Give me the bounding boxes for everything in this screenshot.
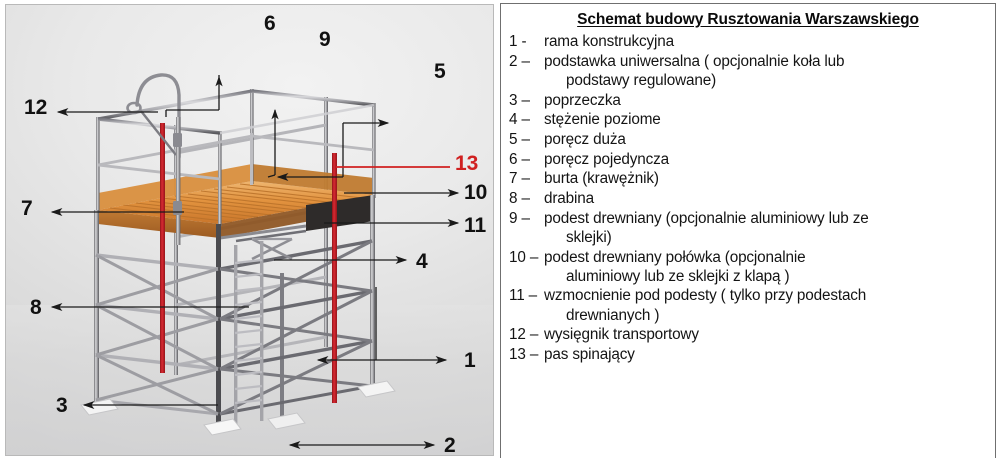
legend-item-number: 4 – <box>509 111 530 129</box>
legend-item-text: wysięgnik transportowy <box>544 326 699 344</box>
legend-item-number: 7 – <box>509 170 530 188</box>
legend-item-text: poprzeczka <box>544 91 621 109</box>
callout-label-12: 12 <box>24 96 48 119</box>
legend-item-13: 13 – pas spinający <box>509 345 989 364</box>
callout-label-4: 4 <box>416 250 428 273</box>
callout-label-10: 10 <box>464 181 488 204</box>
callout-label-7: 7 <box>21 197 33 220</box>
legend-item-text: podest drewniany połówka (opcjonalnie al… <box>539 248 989 286</box>
legend-item-text: drabina <box>544 190 594 207</box>
callout-label-8: 8 <box>30 296 42 319</box>
legend-item-text: podstawka uniwersalna ( opcjonalnie koła… <box>539 52 989 90</box>
legend-item-text: rama konstrukcyjna <box>544 33 674 50</box>
legend-item-number: 6 – <box>509 150 530 168</box>
legend-item-text-line2: aluminiowy lub ze sklejki z klapą ) <box>566 267 790 285</box>
legend-item-number: 8 – <box>509 190 530 207</box>
legend-item-number: 11 – <box>509 287 538 305</box>
legend-item-number: 2 – <box>509 52 530 70</box>
callout-label-11: 11 <box>464 214 487 237</box>
callout-label-2: 2 <box>444 434 456 456</box>
legend-item-2: 2 – podstawka uniwersalna ( opcjonalnie … <box>509 52 989 90</box>
floor-gradient <box>6 305 493 455</box>
legend-item-number: 13 – <box>509 346 539 363</box>
legend-panel: Schemat budowy Rusztowania Warszawskiego… <box>500 3 996 458</box>
scaffold-drawing <box>6 5 493 455</box>
legend-item-9: 9 – podest drewniany (opcjonalnie alumin… <box>509 209 989 247</box>
legend-item-number: 12 – <box>509 326 539 344</box>
legend-item-text: poręcz duża <box>544 130 626 148</box>
scaffold-diagram-panel: 6 9 5 12 13 10 7 11 4 8 1 3 2 <box>5 4 494 456</box>
legend-item-number: 3 – <box>509 91 530 109</box>
callout-label-3: 3 <box>56 394 68 417</box>
legend-item-5: 5 – poręcz duża <box>509 130 989 149</box>
callout-label-6: 6 <box>264 12 276 35</box>
legend-item-number: 9 – <box>509 209 530 227</box>
callout-label-5: 5 <box>434 60 446 83</box>
legend-item-7: 7 – burta (krawężnik) <box>509 169 989 188</box>
legend-item-1: 1 - rama konstrukcyjna <box>509 32 989 51</box>
legend-item-text-line1: podest drewniany połówka (opcjonalnie <box>544 248 806 266</box>
legend-item-text: wzmocnienie pod podesty ( tylko przy pod… <box>539 286 989 324</box>
legend-item-number: 5 – <box>509 130 530 148</box>
legend-item-text-line2: drewnianych ) <box>566 306 660 324</box>
legend-item-text-line1: podest drewniany (opcjonalnie aluminiowy… <box>544 209 869 227</box>
legend-title: Schemat budowy Rusztowania Warszawskiego <box>577 11 919 28</box>
callout-label-9: 9 <box>319 28 331 51</box>
legend-item-10: 10 – podest drewniany połówka (opcjonaln… <box>509 248 989 286</box>
legend-item-text-line2: podstawy regulowane) <box>566 71 717 89</box>
legend-item-6: 6 – poręcz pojedyncza <box>509 150 989 169</box>
legend-item-text-line2: sklejki) <box>566 228 612 246</box>
legend-list: 1 - rama konstrukcyjna 2 – podstawka uni… <box>501 32 995 364</box>
legend-item-11: 11 – wzmocnienie pod podesty ( tylko prz… <box>509 286 989 324</box>
legend-item-number: 10 – <box>509 248 539 266</box>
legend-item-3: 3 – poprzeczka <box>509 91 989 110</box>
legend-item-text: podest drewniany (opcjonalnie aluminiowy… <box>539 209 989 247</box>
legend-item-text: stężenie poziome <box>544 111 661 129</box>
legend-item-text-line1: podstawka uniwersalna ( opcjonalnie koła… <box>544 52 845 70</box>
callout-label-13: 13 <box>455 152 479 175</box>
legend-item-text-line1: wzmocnienie pod podesty ( tylko przy pod… <box>544 287 867 305</box>
legend-item-text: burta (krawężnik) <box>544 170 659 188</box>
legend-item-12: 12 – wysięgnik transportowy <box>509 325 989 344</box>
legend-item-4: 4 – stężenie poziome <box>509 110 989 129</box>
legend-item-text: pas spinający <box>544 346 635 363</box>
legend-item-8: 8 – drabina <box>509 189 989 208</box>
legend-item-text: poręcz pojedyncza <box>544 150 670 168</box>
legend-item-number: 1 - <box>509 33 527 50</box>
callout-label-1: 1 <box>464 349 476 372</box>
